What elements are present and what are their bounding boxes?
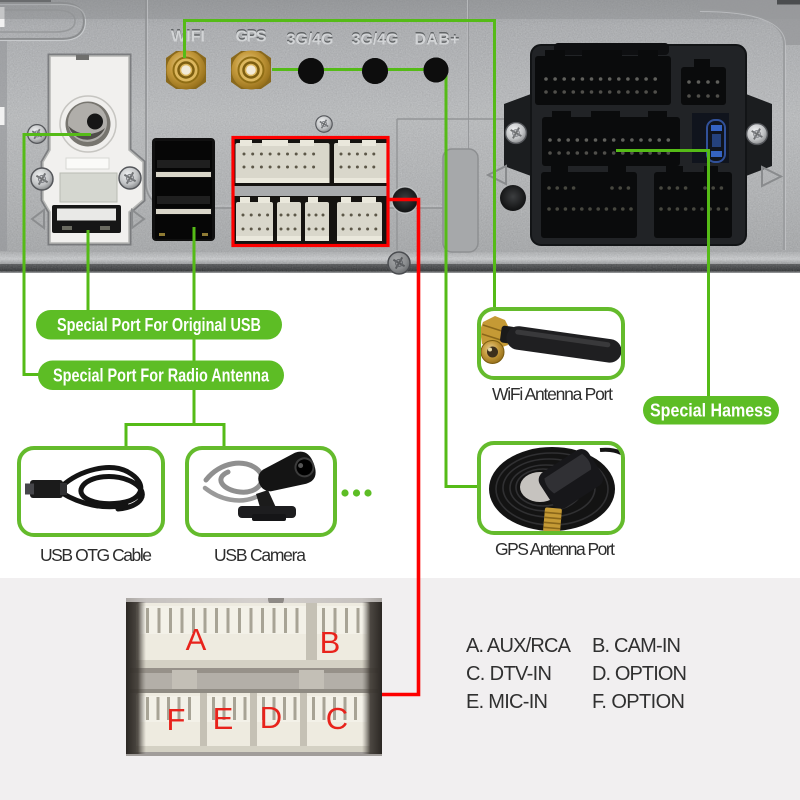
svg-text:Special Port For Radio Antenna: Special Port For Radio Antenna xyxy=(53,366,270,386)
svg-text:USB Camera: USB Camera xyxy=(214,545,306,565)
svg-text:GPS: GPS xyxy=(236,27,267,44)
svg-text:USB OTG Cable: USB OTG Cable xyxy=(40,545,152,565)
svg-text:B. CAM-IN: B. CAM-IN xyxy=(592,635,681,657)
svg-text:E: E xyxy=(213,701,234,736)
svg-text:3G/4G: 3G/4G xyxy=(352,30,399,47)
svg-text:D: D xyxy=(260,700,282,735)
svg-text:DAB+: DAB+ xyxy=(415,30,460,47)
svg-text:3G/4G: 3G/4G xyxy=(352,32,399,49)
svg-text:DAB+: DAB+ xyxy=(415,32,460,49)
svg-text:B: B xyxy=(320,625,341,660)
svg-text:GPS: GPS xyxy=(236,29,267,46)
svg-text:F: F xyxy=(167,702,186,737)
svg-text:Special Port For Original USB: Special Port For Original USB xyxy=(57,315,261,335)
svg-text:3G/4G: 3G/4G xyxy=(287,32,334,49)
svg-text:Special Hamess: Special Hamess xyxy=(650,401,772,421)
svg-text:E. MIC-IN: E. MIC-IN xyxy=(466,691,548,713)
svg-text:A. AUX/RCA: A. AUX/RCA xyxy=(466,635,572,657)
svg-text:GPS Antenna Port: GPS Antenna Port xyxy=(495,539,615,559)
svg-text:C: C xyxy=(326,701,348,736)
svg-text:WiFi Antenna Port: WiFi Antenna Port xyxy=(492,384,613,404)
svg-text:3G/4G: 3G/4G xyxy=(287,30,334,47)
svg-text:A: A xyxy=(186,622,207,657)
svg-text:WIFI: WIFI xyxy=(171,29,205,46)
svg-text:C. DTV-IN: C. DTV-IN xyxy=(466,663,552,685)
svg-text:WIFI: WIFI xyxy=(171,27,205,44)
svg-text:D. OPTION: D. OPTION xyxy=(592,663,687,685)
svg-text:F. OPTION: F. OPTION xyxy=(592,691,685,713)
